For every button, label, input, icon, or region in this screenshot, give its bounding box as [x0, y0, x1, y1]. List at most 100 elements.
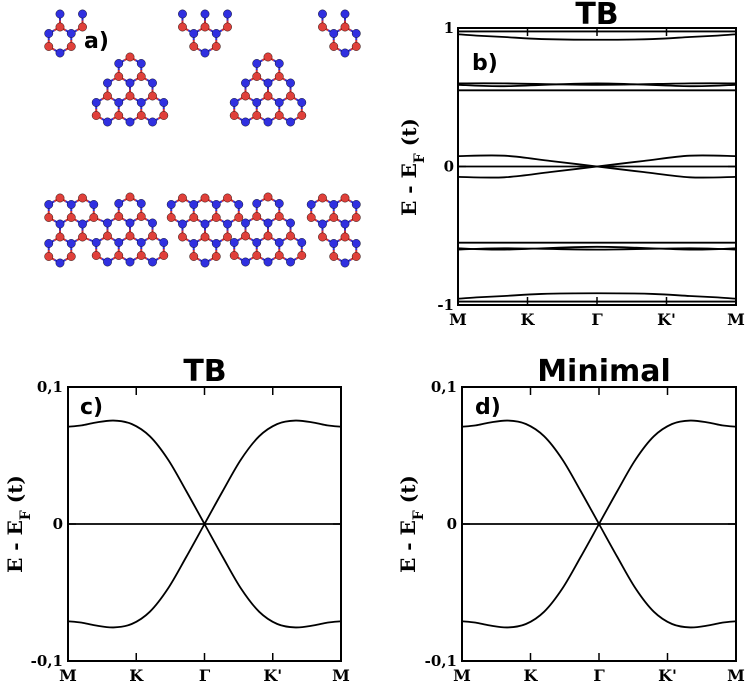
boron-atom — [318, 232, 327, 242]
boron-atom — [223, 193, 232, 203]
nitrogen-atom — [200, 219, 210, 229]
boron-atom — [241, 231, 250, 241]
chart-d-panel-label: d) — [475, 395, 501, 420]
boron-atom — [125, 231, 135, 241]
boron-atom — [329, 213, 339, 222]
boron-atom — [44, 252, 54, 261]
nitrogen-atom — [136, 98, 146, 107]
boron-atom — [125, 192, 135, 202]
chart-c-panel-label: c) — [80, 395, 103, 420]
nitrogen-atom — [89, 200, 99, 209]
nitrogen-atom — [148, 78, 157, 88]
boron-atom — [55, 193, 65, 203]
boron-atom — [44, 42, 54, 51]
nitrogen-atom — [103, 218, 112, 228]
nitrogen-atom — [274, 59, 284, 68]
nitrogen-atom — [189, 239, 199, 248]
nitrogen-atom — [286, 117, 295, 127]
nitrogen-atom — [263, 117, 273, 127]
nitrogen-atom — [252, 59, 262, 68]
chart-b-series-line-9 — [457, 247, 737, 251]
nitrogen-atom — [103, 257, 112, 267]
panel-a-label: a) — [84, 29, 109, 54]
nitrogen-atom — [136, 199, 146, 208]
chart-c-title: TB — [183, 354, 226, 389]
boron-atom — [136, 111, 146, 120]
chart-b-xtick-label: K' — [657, 310, 676, 329]
nitrogen-atom — [200, 258, 210, 268]
boron-atom — [189, 42, 199, 51]
boron-atom — [252, 251, 262, 260]
nitrogen-atom — [351, 200, 361, 209]
boron-atom — [263, 52, 273, 62]
boron-atom — [229, 111, 239, 120]
boron-atom — [148, 91, 157, 101]
boron-atom — [340, 193, 350, 203]
boron-atom — [136, 251, 146, 260]
nitrogen-atom — [223, 219, 232, 229]
nitrogen-atom — [329, 239, 339, 248]
chart-b-title: TB — [575, 0, 618, 32]
chart-b-series-line-11 — [457, 292, 737, 300]
boron-atom — [114, 251, 124, 260]
panel-a-lattice: a) — [44, 9, 361, 268]
chart-d-xtick-label: K — [524, 666, 539, 685]
boron-atom — [166, 213, 176, 222]
boron-atom — [78, 232, 87, 242]
nitrogen-atom — [274, 238, 284, 247]
nitrogen-atom — [178, 219, 187, 229]
nitrogen-atom — [114, 59, 124, 68]
chart-c-xtick-label: K' — [263, 666, 282, 685]
boron-atom — [274, 72, 284, 81]
nitrogen-atom — [125, 78, 135, 88]
chart-c-ylabel: E - EF (t) — [3, 475, 34, 573]
nitrogen-atom — [263, 257, 273, 267]
boron-atom — [318, 22, 327, 32]
chart-c-ytick-label: -0,1 — [31, 652, 63, 670]
nitrogen-atom — [178, 9, 187, 19]
nitrogen-atom — [114, 238, 124, 247]
chart-b-series-line-10 — [457, 245, 737, 251]
lattice-atoms — [44, 9, 361, 268]
nitrogen-atom — [351, 29, 361, 38]
nitrogen-atom — [306, 200, 316, 209]
boron-atom — [329, 42, 339, 51]
nitrogen-atom — [263, 78, 273, 88]
boron-atom — [223, 22, 232, 32]
chart-b-xtick-label: K — [521, 310, 536, 329]
nitrogen-atom — [44, 200, 54, 209]
nitrogen-atom — [252, 238, 262, 247]
nitrogen-atom — [340, 48, 350, 58]
boron-atom — [44, 213, 54, 222]
nitrogen-atom — [286, 257, 295, 267]
nitrogen-atom — [274, 199, 284, 208]
boron-atom — [252, 212, 262, 221]
boron-atom — [125, 52, 135, 62]
chart-b-ytick-label: -1 — [437, 296, 454, 314]
chart-b-ytick-label: 0 — [444, 158, 454, 176]
nitrogen-atom — [148, 218, 157, 228]
boron-atom — [318, 193, 327, 203]
nitrogen-atom — [114, 199, 124, 208]
boron-atom — [103, 91, 112, 101]
boron-atom — [263, 192, 273, 202]
boron-atom — [125, 91, 135, 101]
boron-atom — [178, 193, 187, 203]
boron-atom — [329, 252, 339, 261]
chart-d-xtick-label: Γ — [593, 666, 605, 685]
chart-d-xtick-label: K' — [658, 666, 677, 685]
nitrogen-atom — [78, 219, 87, 229]
nitrogen-atom — [103, 117, 112, 127]
chart-d-ytick-label: 0 — [447, 515, 457, 533]
chart-b-xtick-label: M — [727, 310, 745, 329]
chart-d-ytick-label: 0,1 — [431, 378, 457, 396]
boron-atom — [211, 252, 221, 261]
nitrogen-atom — [78, 9, 87, 19]
boron-atom — [263, 231, 273, 241]
boron-atom — [136, 212, 146, 221]
nitrogen-atom — [159, 238, 169, 247]
nitrogen-atom — [55, 48, 65, 58]
boron-atom — [114, 72, 124, 81]
